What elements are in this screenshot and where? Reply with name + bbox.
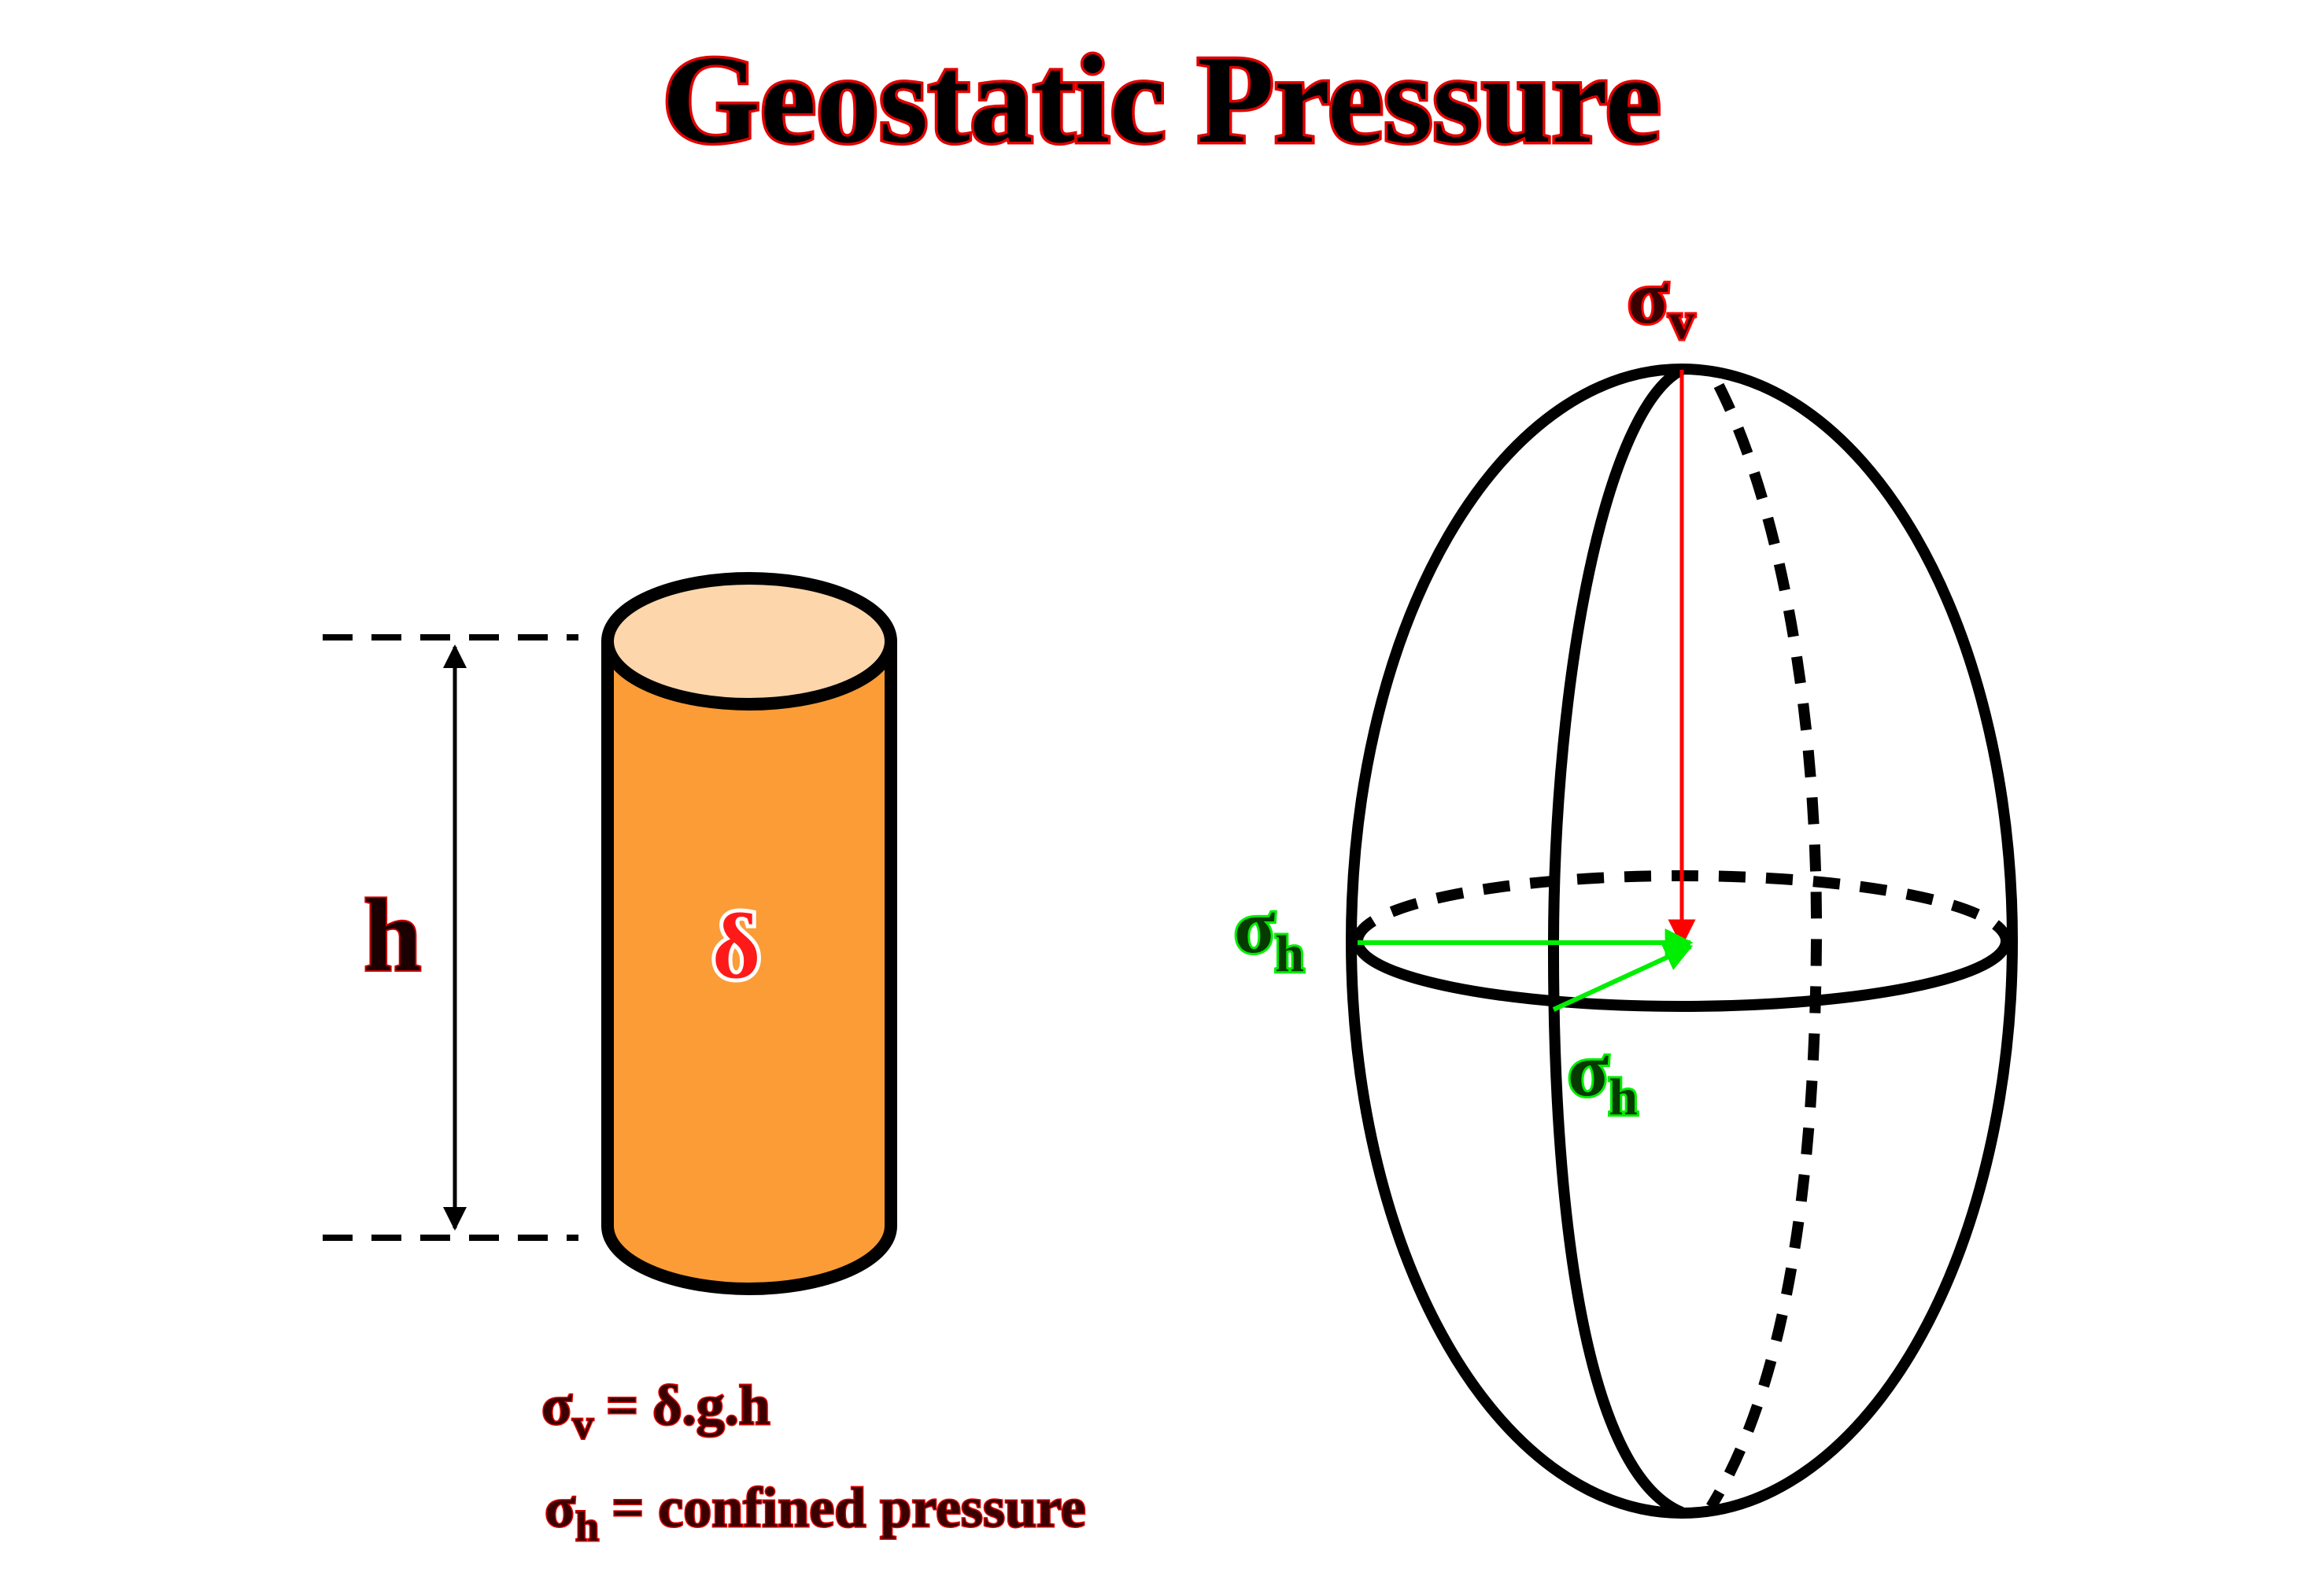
cylinder-group: h δ — [323, 572, 897, 1295]
formula-sigma-v-subscript: v — [572, 1401, 593, 1448]
density-label: δ — [712, 895, 760, 998]
equator-front — [1352, 940, 2012, 1012]
sigma-h-front-subscript: h — [1609, 1069, 1638, 1126]
sigma-h-left-subscript: h — [1275, 925, 1304, 983]
sigma-v-symbol: σ — [1628, 255, 1668, 339]
cylinder-body — [601, 635, 897, 1295]
formula-sigma-v-symbol: σ — [541, 1374, 572, 1437]
page-title: Geostatic Pressure — [662, 29, 1661, 169]
formula-sigma-h-text: = confined pressure — [611, 1476, 1085, 1539]
formulas: σv= δ.g.h σh= confined pressure — [541, 1373, 1088, 1552]
formula-sigma-v-text: = δ.g.h — [606, 1374, 770, 1437]
formula-sigma-h: σh = confined pressure — [545, 1476, 1086, 1550]
cylinder-top — [601, 572, 897, 711]
ellipsoid-outline — [1346, 364, 2018, 1519]
height-label: h — [364, 877, 421, 993]
sigma-h-front-label: σh — [1568, 1028, 1638, 1126]
formula-sigma-v: σv = δ.g.h — [541, 1374, 770, 1448]
formula-sigma-h-symbol: σ — [545, 1476, 575, 1539]
sigma-h-front-symbol: σ — [1568, 1028, 1609, 1112]
stress-ellipsoid: σv σh σh — [1232, 253, 2018, 1519]
sigma-h-left-label: σh — [1234, 884, 1304, 983]
formula-sigma-h-subscript: h — [575, 1503, 599, 1550]
sigma-v-label: σv — [1628, 255, 1694, 350]
meridian-back-dashed — [1706, 382, 1823, 1510]
sigma-h-front-arrow — [1552, 944, 1694, 1012]
sigma-v-subscript: v — [1668, 293, 1694, 350]
sigma-h-left-symbol: σ — [1234, 884, 1275, 969]
